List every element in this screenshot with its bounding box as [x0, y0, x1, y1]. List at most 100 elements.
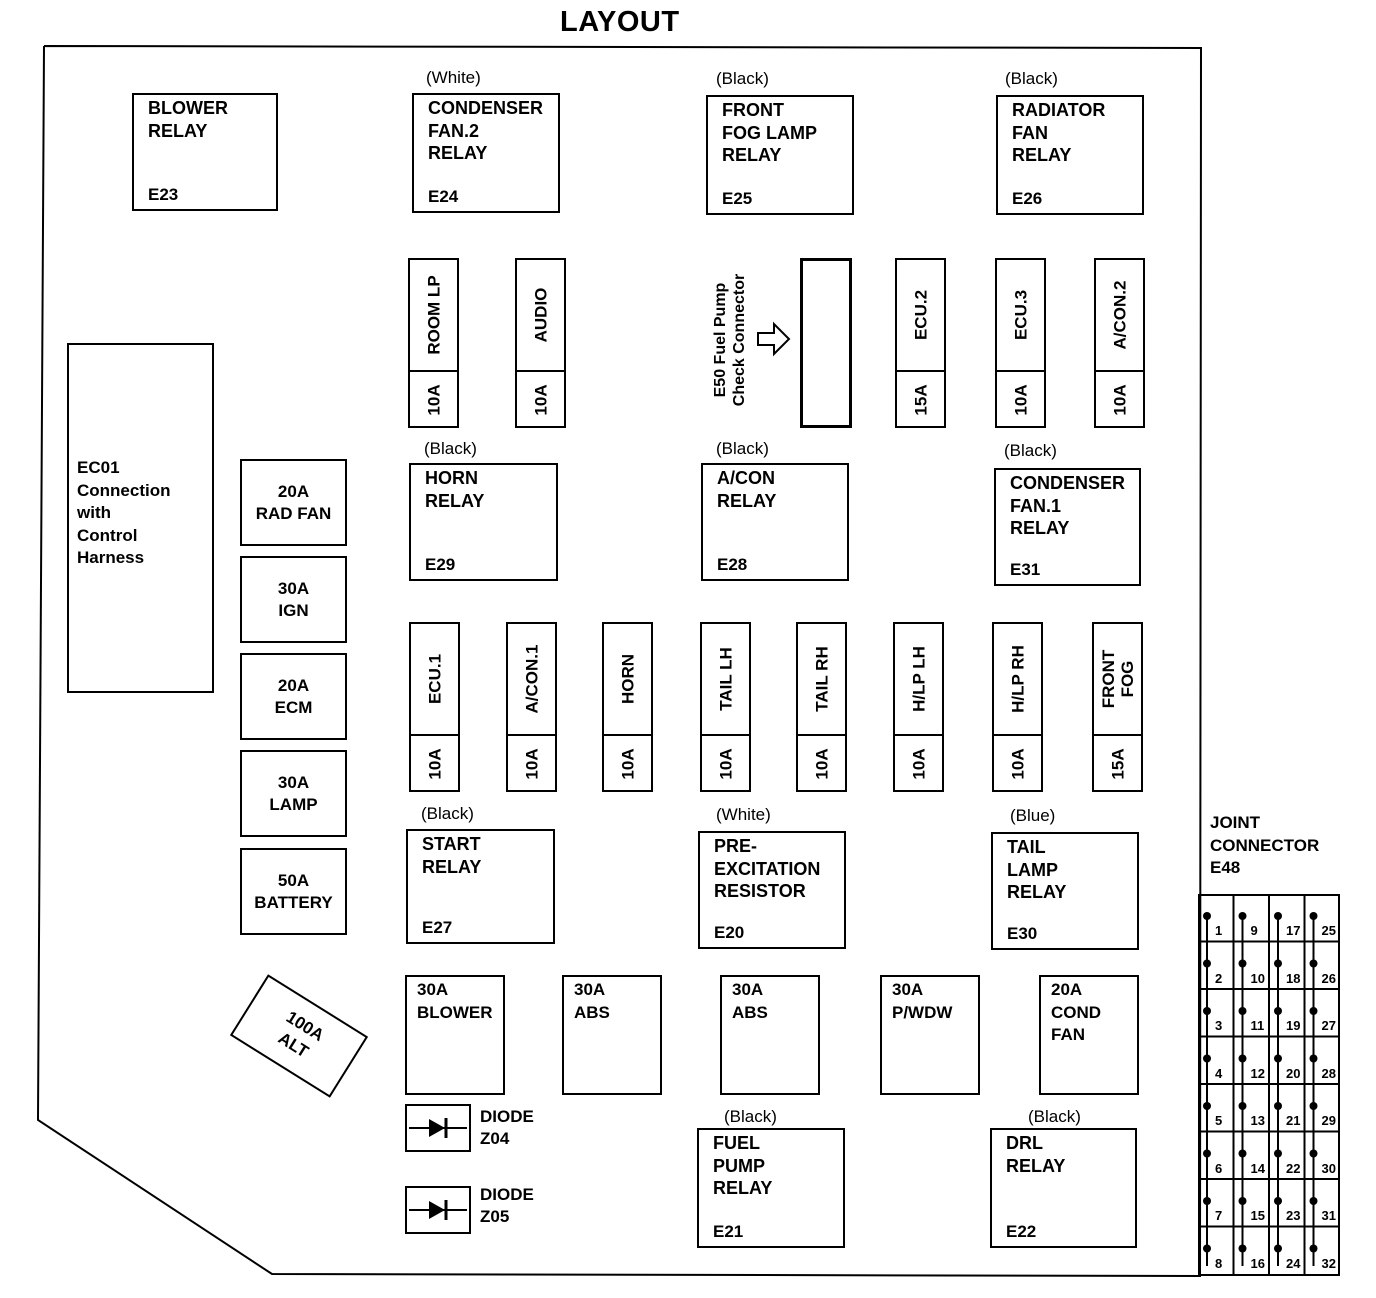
fuse-amp: 15A [911, 384, 930, 416]
relay-color-label: (Black) [1028, 1107, 1081, 1126]
large-fuse-5[interactable]: 20A COND FAN [1039, 975, 1139, 1095]
jc-pin-dot [1309, 1197, 1318, 1205]
main-fuse-lamp[interactable]: 30A LAMP [240, 750, 347, 837]
fuse-name: ECU.3 [1011, 289, 1030, 341]
fuse-divider [897, 370, 944, 372]
relay-e30[interactable]: TAIL LAMP RELAY E30 [991, 832, 1139, 950]
fuse-name: TAIL LH [716, 647, 735, 711]
jc-pin-number: 4 [1215, 1065, 1223, 1081]
fuse-divider [798, 734, 845, 736]
fuse-name: ECU.2 [911, 289, 930, 341]
jc-pin-dot [1274, 912, 1282, 920]
fuse-name: AUDIO [531, 287, 550, 343]
jc-pin-number: 14 [1250, 1160, 1265, 1176]
relay-code: E25 [722, 189, 753, 208]
relay-color-label: (Black) [1004, 441, 1057, 460]
relay-code: E29 [425, 555, 456, 574]
jc-pin-dot [1238, 1007, 1247, 1015]
jc-pin-dot [1238, 1149, 1247, 1158]
relay-color-label: (Black) [716, 69, 769, 88]
main-fuse-battery[interactable]: 50A BATTERY [240, 848, 347, 935]
jc-pin-number: 30 [1321, 1160, 1336, 1176]
jc-pin-number: 5 [1215, 1113, 1223, 1128]
large-fuse-2[interactable]: 30A ABS [562, 975, 662, 1095]
fuse-divider [994, 734, 1041, 736]
relay-name: BLOWER RELAY [148, 98, 228, 141]
fuse-divider [1096, 370, 1143, 372]
large-fuse-3[interactable]: 30A ABS [720, 975, 820, 1095]
relay-color-label: (Blue) [1010, 806, 1056, 825]
jc-pin-number: 3 [1215, 1018, 1223, 1033]
fuel-pump-check-connector[interactable] [800, 258, 852, 428]
jc-pin-number: 15 [1250, 1208, 1265, 1223]
jc-pin-number: 27 [1321, 1018, 1336, 1033]
joint-connector-grid [1198, 894, 1340, 1276]
fuse-divider [411, 734, 458, 736]
jc-pin-dot [1274, 1007, 1282, 1015]
fuel-pump-check-label: E50 Fuel Pump Check Connector [712, 273, 748, 407]
fuse-amp: 10A [618, 748, 637, 780]
jc-pin-dot [1238, 1244, 1247, 1253]
jc-pin-dot [1203, 1244, 1211, 1253]
ec01-connector[interactable]: EC01 Connection with Control Harness [67, 343, 214, 693]
large-fuse-1[interactable]: 30A BLOWER [405, 975, 505, 1095]
main-fuse-label: 20A RAD FAN [255, 482, 332, 523]
main-fuse-label: 30A LAMP [269, 773, 318, 814]
main-fuse-ecm[interactable]: 20A ECM [240, 653, 347, 740]
relay-name: TAIL LAMP RELAY [1007, 837, 1067, 902]
relay-code: E22 [1006, 1222, 1037, 1241]
fuse-divider [517, 370, 564, 372]
jc-pin-dot [1309, 1149, 1318, 1158]
jc-pin-dot [1274, 1197, 1282, 1205]
diode-z05[interactable] [405, 1186, 471, 1234]
fuse-name: H/LP LH [909, 646, 928, 712]
fuse-divider [997, 370, 1044, 372]
fuse-amp: 10A [812, 748, 831, 780]
relay-color-label: (White) [716, 805, 771, 824]
large-fuse-4[interactable]: 30A P/WDW [880, 975, 980, 1095]
main-fuse-ign[interactable]: 30A IGN [240, 556, 347, 643]
relay-e25[interactable]: FRONT FOG LAMP RELAY E25 [706, 95, 854, 215]
fuse-ecu-2[interactable]: ECU.2 15A [895, 258, 946, 428]
relay-color-label: (Black) [716, 439, 769, 458]
relay-code: E30 [1007, 924, 1038, 943]
jc-pin-number: 23 [1286, 1208, 1301, 1223]
jc-pin-number: 20 [1286, 1065, 1301, 1081]
diode-z04[interactable] [405, 1104, 471, 1152]
fuse-amp: 15A [1108, 748, 1127, 780]
relay-name: CONDENSER FAN.2 RELAY [428, 98, 544, 163]
jc-pin-dot [1274, 1244, 1282, 1253]
fuse-amp: 10A [1008, 748, 1027, 780]
jc-pin-dot [1203, 1149, 1211, 1158]
relay-color-label: (Black) [421, 804, 474, 823]
relay-color-label: (Black) [1005, 69, 1058, 88]
main-fuse-label: 20A ECM [274, 676, 313, 717]
relay-name: RADIATOR FAN RELAY [1012, 100, 1106, 165]
jc-pin-number: 10 [1250, 970, 1265, 986]
main-fuse-rad-fan[interactable]: 20A RAD FAN [240, 459, 347, 546]
relay-name: FRONT FOG LAMP RELAY [722, 100, 817, 165]
